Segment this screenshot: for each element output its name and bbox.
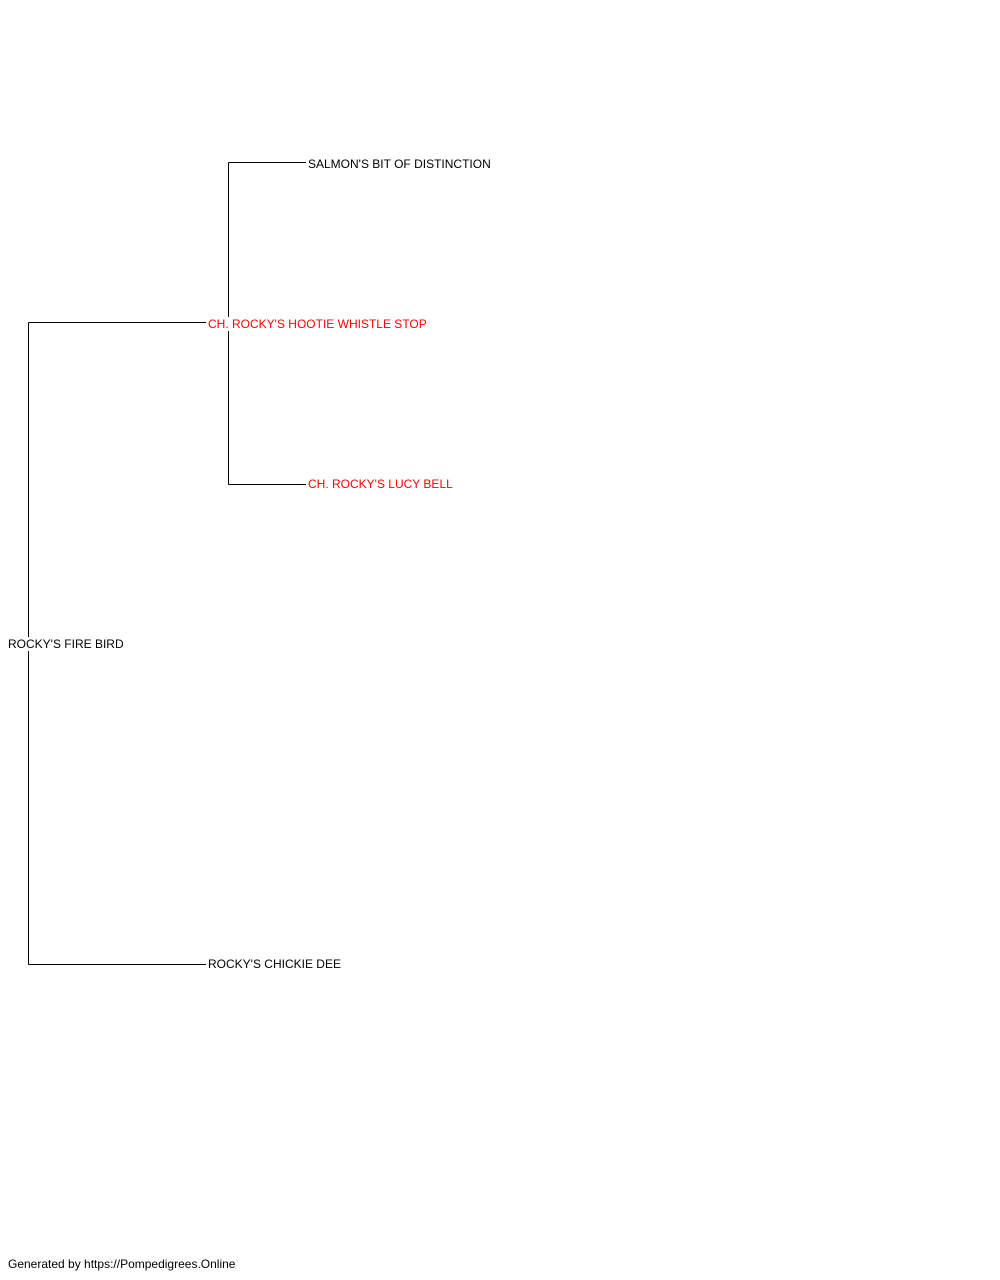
sire-dam-name: CH. ROCKY'S LUCY BELL (308, 477, 453, 491)
generated-by-footer: Generated by https://Pompedigrees.Online (8, 1257, 236, 1271)
sire-sire-name: SALMON'S BIT OF DISTINCTION (308, 157, 491, 171)
dam-name: ROCKY'S CHICKIE DEE (208, 957, 341, 971)
sire-name: CH. ROCKY'S HOOTIE WHISTLE STOP (208, 317, 427, 331)
subject-name: ROCKY'S FIRE BIRD (8, 637, 124, 651)
